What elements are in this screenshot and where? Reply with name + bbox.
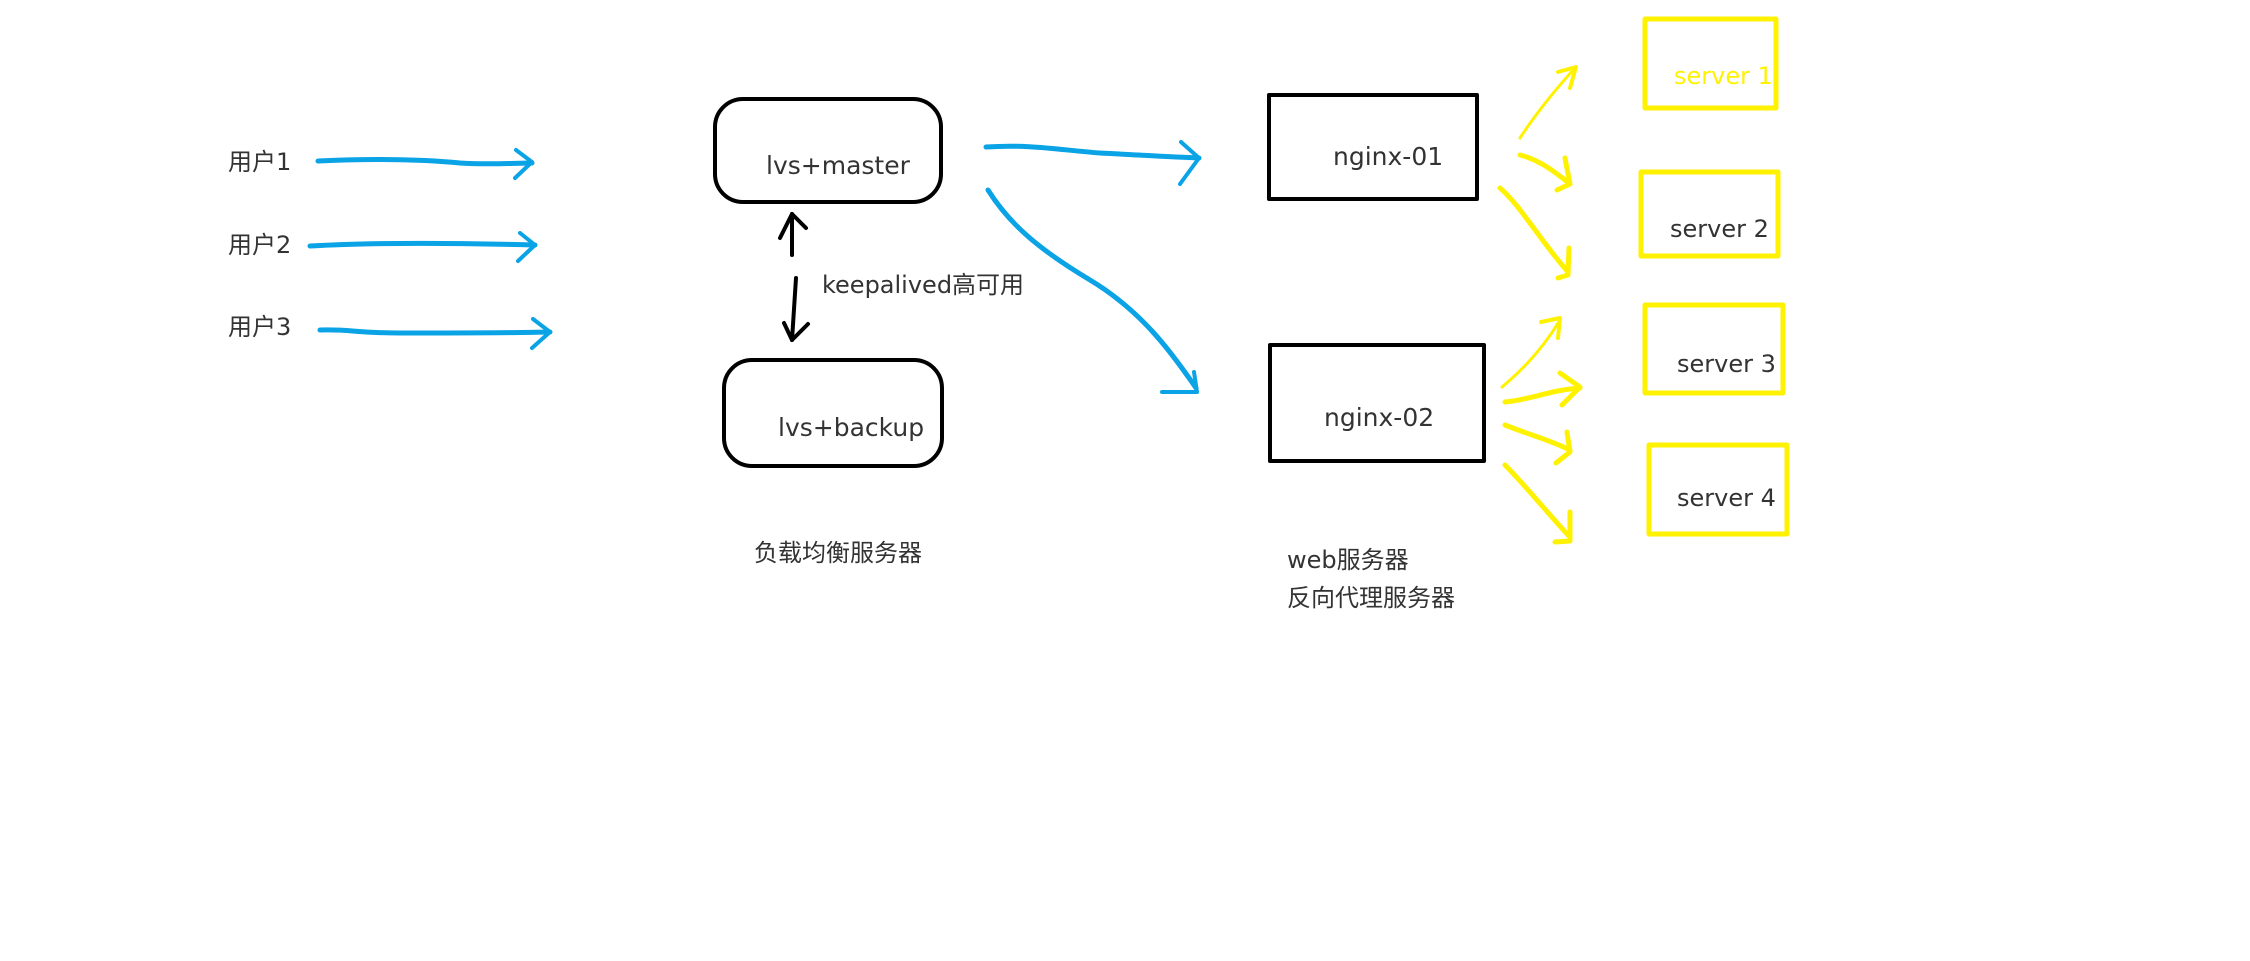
user-3-label: 用户3 bbox=[228, 313, 292, 341]
server-3-box bbox=[1642, 302, 1786, 396]
nginx-02-box bbox=[1268, 343, 1486, 463]
server-4-label: server 4 bbox=[1677, 484, 1776, 512]
web-server-caption: web服务器 bbox=[1287, 546, 1409, 574]
nginx01-to-server2b-arrow bbox=[1497, 185, 1572, 281]
load-balancer-caption: 负载均衡服务器 bbox=[754, 539, 922, 567]
lvs-backup-label: lvs+backup bbox=[778, 413, 925, 442]
server-1-box bbox=[1642, 16, 1779, 111]
nginx01-to-server2-arrow bbox=[1517, 152, 1573, 193]
failover-down-arrow bbox=[782, 276, 810, 342]
user2-arrow bbox=[307, 231, 538, 263]
nginx01-to-server1-arrow bbox=[1518, 65, 1578, 140]
keepalived-label: keepalived高可用 bbox=[822, 271, 1025, 299]
reverse-proxy-caption: 反向代理服务器 bbox=[1287, 584, 1455, 612]
lvs-master-label: lvs+master bbox=[766, 151, 910, 180]
nginx02-to-server4b-arrow bbox=[1502, 462, 1573, 545]
server-1-label: server 1 bbox=[1674, 62, 1773, 90]
server-2-box bbox=[1638, 169, 1781, 259]
user1-arrow bbox=[315, 148, 535, 180]
lvs-backup-box bbox=[722, 358, 944, 468]
nginx02-to-server4-arrow bbox=[1502, 422, 1573, 466]
nginx02-to-server3b-arrow bbox=[1502, 370, 1583, 408]
failover-up-arrow bbox=[778, 212, 808, 257]
lvs-master-box bbox=[713, 97, 943, 204]
user-1-label: 用户1 bbox=[228, 148, 292, 176]
nginx-02-label: nginx-02 bbox=[1324, 403, 1435, 432]
server-2-label: server 2 bbox=[1670, 215, 1769, 243]
nginx02-to-server3-arrow bbox=[1500, 316, 1562, 389]
user3-arrow bbox=[317, 317, 553, 350]
user-2-label: 用户2 bbox=[228, 231, 292, 259]
server-4-box bbox=[1646, 442, 1790, 537]
nginx-01-box bbox=[1267, 93, 1479, 201]
lvs-to-nginx01-arrow bbox=[983, 140, 1202, 186]
server-3-label: server 3 bbox=[1677, 350, 1776, 378]
nginx-01-label: nginx-01 bbox=[1333, 142, 1444, 171]
lvs-to-nginx02-arrow bbox=[985, 187, 1199, 394]
